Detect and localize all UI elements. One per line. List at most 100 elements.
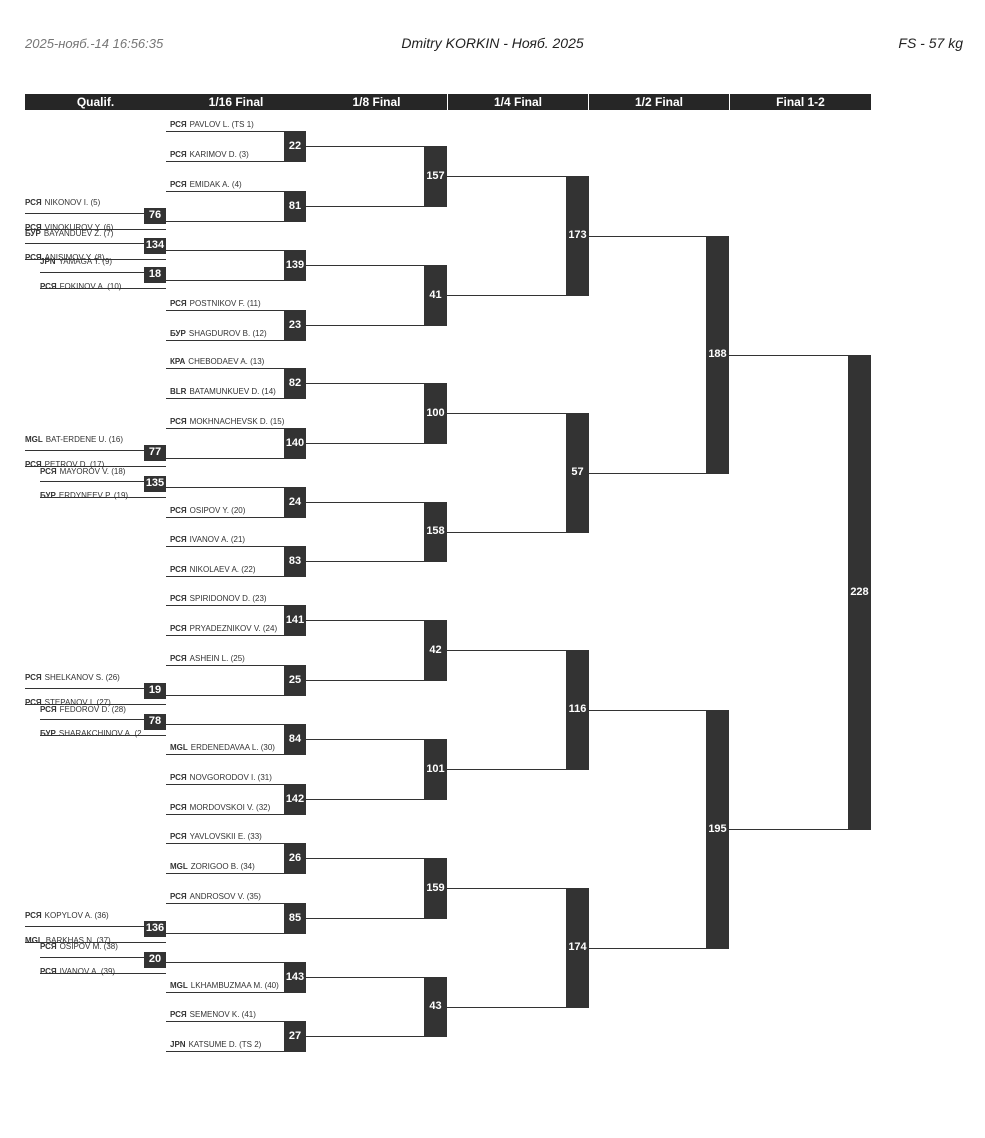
athlete-label: YAVLOVSKII E. (33) (189, 832, 262, 841)
bout-box-1-4[interactable]: 174 (566, 888, 589, 1008)
bracket-line (40, 481, 144, 482)
bout-box-1-4[interactable]: 116 (566, 650, 589, 770)
bout-box-1-8[interactable]: 42 (424, 620, 447, 681)
bout-box-1-16[interactable]: 23 (284, 310, 306, 341)
athlete-label: KARIMOV D. (3) (189, 150, 249, 159)
bout-box-1-16[interactable]: 140 (284, 428, 306, 459)
bout-box-1-8[interactable]: 101 (424, 739, 447, 800)
bout-box-1-8[interactable]: 100 (424, 383, 447, 444)
bout-box-qualif[interactable]: 78 (144, 714, 166, 730)
bout-box-1-4[interactable]: 173 (566, 176, 589, 296)
bracket-line (447, 413, 566, 414)
bout-box-1-16[interactable]: 25 (284, 665, 306, 696)
bracket-line (166, 458, 284, 459)
bout-box-qualif[interactable]: 134 (144, 238, 166, 254)
bout-box-final[interactable]: 228 (848, 355, 871, 830)
bout-box-1-16[interactable]: 142 (284, 784, 306, 815)
bracket-line (166, 310, 284, 311)
page-title: Dmitry KORKIN - Нояб. 2025 (401, 35, 584, 51)
bracket-line (166, 873, 284, 874)
bracket-line (306, 799, 424, 800)
bout-box-qualif[interactable]: 20 (144, 952, 166, 968)
bout-box-1-16[interactable]: 141 (284, 605, 306, 636)
bout-box-1-16[interactable]: 83 (284, 546, 306, 577)
bout-box-qualif[interactable]: 77 (144, 445, 166, 461)
bracket-line (166, 161, 284, 162)
bracket-line (729, 829, 848, 830)
bout-box-1-16[interactable]: 24 (284, 487, 306, 518)
bracket-line (25, 243, 144, 244)
bout-box-qualif[interactable]: 18 (144, 267, 166, 283)
print-date: 2025-нояб.-14 16:56:35 (25, 36, 164, 51)
bout-box-qualif[interactable]: 136 (144, 921, 166, 937)
bout-number: 19 (148, 684, 162, 696)
bracket-line (447, 888, 566, 889)
bout-box-qualif[interactable]: 19 (144, 683, 166, 699)
bout-box-1-8[interactable]: 159 (424, 858, 447, 919)
bout-box-1-16[interactable]: 81 (284, 191, 306, 222)
bout-number: 84 (288, 732, 302, 745)
athlete-label: PETROV D. (17) (44, 460, 105, 469)
bout-box-1-16[interactable]: 26 (284, 843, 306, 874)
bout-box-1-16[interactable]: 84 (284, 724, 306, 755)
bout-box-1-2[interactable]: 195 (706, 710, 729, 949)
bout-box-qualif[interactable]: 135 (144, 476, 166, 492)
bout-box-1-16[interactable]: 22 (284, 131, 306, 162)
bracket-line (306, 146, 424, 147)
bout-box-1-8[interactable]: 157 (424, 146, 447, 207)
bout-box-1-2[interactable]: 188 (706, 236, 729, 474)
bout-box-1-16[interactable]: 27 (284, 1021, 306, 1052)
bout-box-qualif[interactable]: 76 (144, 208, 166, 224)
bout-box-1-8[interactable]: 43 (424, 977, 447, 1037)
bout-box-1-8[interactable]: 41 (424, 265, 447, 326)
bout-box-1-16[interactable]: 139 (284, 250, 306, 281)
bout-box-1-16[interactable]: 85 (284, 903, 306, 934)
bout-box-1-8[interactable]: 158 (424, 502, 447, 562)
bracket-line (25, 213, 144, 214)
bout-box-1-16[interactable]: 82 (284, 368, 306, 399)
bout-box-1-4[interactable]: 57 (566, 413, 589, 533)
bout-box-1-16[interactable]: 143 (284, 962, 306, 993)
